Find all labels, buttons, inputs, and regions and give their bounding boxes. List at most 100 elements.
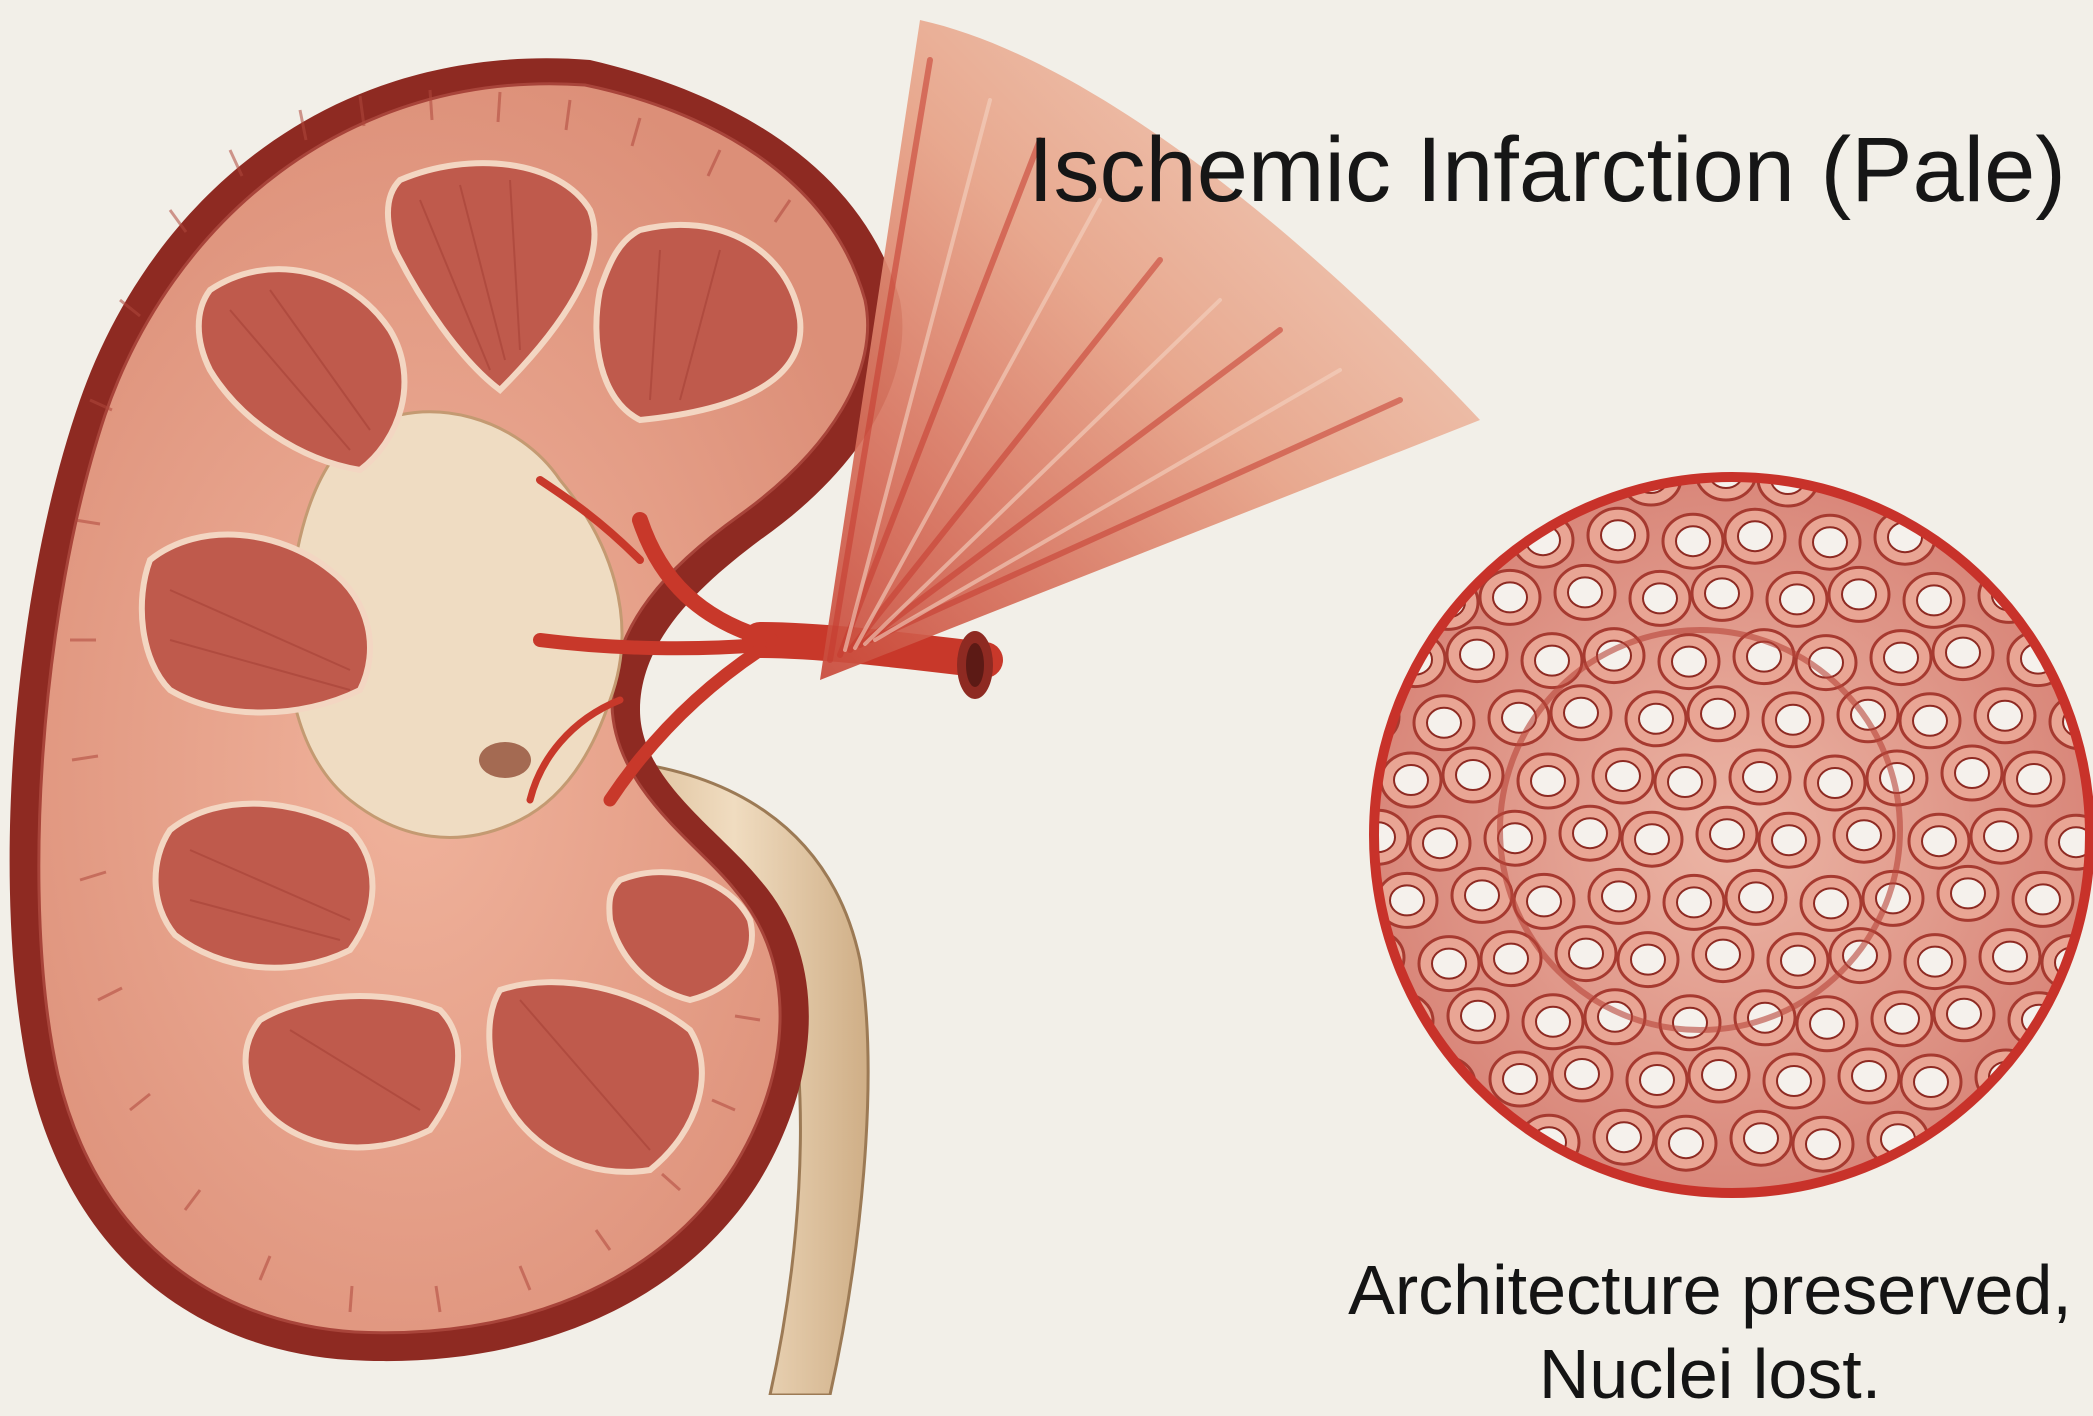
cell-ghost: [2018, 1125, 2052, 1155]
cell-ghost: [1673, 1008, 1707, 1038]
tubule-cell: [1376, 512, 1436, 566]
cell-ghost: [1842, 579, 1876, 609]
cell-ghost: [1676, 526, 1710, 556]
micrograph-inset: [1339, 445, 2093, 1193]
tubule-cell: [2045, 454, 2093, 508]
tubule-cell: [1409, 455, 1469, 509]
cell-ghost: [1884, 643, 1918, 673]
cell-ghost: [1672, 647, 1706, 677]
cell-ghost: [1565, 1059, 1599, 1089]
cell-ghost: [1394, 765, 1428, 795]
tubule-cell: [1484, 450, 1544, 504]
cell-ghost: [1635, 824, 1669, 854]
cell-ghost: [1701, 699, 1735, 729]
cell-ghost: [1946, 638, 1980, 668]
cell-ghost: [1914, 1067, 1948, 1097]
cell-ghost: [1988, 701, 2022, 731]
tubule-cell: [2041, 574, 2093, 628]
cell-ghost: [1564, 698, 1598, 728]
cell-ghost: [1922, 826, 1956, 856]
cell-ghost: [1781, 946, 1815, 976]
cell-ghost: [1710, 819, 1744, 849]
cell-ghost: [1956, 1119, 1990, 1149]
cell-ghost: [1432, 949, 1466, 979]
tubule-cell: [1451, 507, 1511, 561]
cell-ghost: [1772, 825, 1806, 855]
cell-ghost: [1356, 581, 1390, 611]
cell-ghost: [1494, 944, 1528, 974]
cell-ghost: [1950, 517, 1984, 547]
tubule-cell: [1559, 445, 1619, 499]
tubule-cell: [2012, 511, 2072, 565]
cell-ghost: [1493, 582, 1527, 612]
cell-ghost: [1744, 1123, 1778, 1153]
tubule-cell: [1340, 1051, 1400, 1105]
cell-ghost: [1536, 1007, 1570, 1037]
cell-ghost: [1777, 1066, 1811, 1096]
cell-ghost: [1602, 881, 1636, 911]
cell-ghost: [1527, 886, 1561, 916]
cell-ghost: [1702, 1060, 1736, 1090]
cell-ghost: [1705, 578, 1739, 608]
cell-ghost: [1913, 706, 1947, 736]
cell-ghost: [1806, 1129, 1840, 1159]
cell-ghost: [1461, 1001, 1495, 1031]
cell-ghost: [1606, 761, 1640, 791]
cell-ghost: [1352, 702, 1386, 732]
cell-ghost: [1643, 583, 1677, 613]
cell-ghost: [1780, 584, 1814, 614]
cell-ghost: [1951, 878, 1985, 908]
cell-ghost: [1955, 758, 1989, 788]
cell-ghost: [2025, 523, 2059, 553]
cell-ghost: [1847, 820, 1881, 850]
tubule-cell: [1415, 1057, 1475, 1111]
cell-ghost: [1460, 640, 1494, 670]
cell-ghost: [1918, 947, 1952, 977]
cell-ghost: [1572, 457, 1606, 487]
cell-ghost: [2058, 466, 2092, 496]
cell-ghost: [1814, 888, 1848, 918]
cell-ghost: [1846, 459, 1880, 489]
cell-ghost: [1357, 943, 1391, 973]
cell-ghost: [1428, 1069, 1462, 1099]
cell-ghost: [1465, 880, 1499, 910]
cell-ghost: [1423, 828, 1457, 858]
cell-ghost: [1607, 1122, 1641, 1152]
pyramid: [156, 804, 373, 968]
cell-ghost: [1569, 939, 1603, 969]
tubule-cell: [1970, 448, 2030, 502]
cell-ghost: [2017, 764, 2051, 794]
tubule-cell: [2038, 1056, 2093, 1110]
cell-ghost: [1818, 768, 1852, 798]
cell-ghost: [1535, 646, 1569, 676]
cell-ghost: [1669, 1128, 1703, 1158]
cell-ghost: [1422, 467, 1456, 497]
figure-title: Ischemic Infarction (Pale): [1028, 118, 2088, 223]
cell-ghost: [2051, 1068, 2085, 1098]
cell-ghost: [1464, 519, 1498, 549]
cell-ghost: [1457, 1121, 1491, 1151]
pyramid: [246, 996, 459, 1147]
cell-ghost: [1813, 527, 1847, 557]
cell-ghost: [1677, 887, 1711, 917]
cell-ghost: [1706, 940, 1740, 970]
cell-ghost: [1739, 882, 1773, 912]
cell-ghost: [1573, 818, 1607, 848]
cell-ghost: [1427, 708, 1461, 738]
cell-ghost: [1456, 760, 1490, 790]
cell-ghost: [1531, 766, 1565, 796]
cell-ghost: [1993, 942, 2027, 972]
cell-ghost: [1917, 585, 1951, 615]
caption-line-2: Nuclei lost.: [1300, 1332, 2093, 1416]
tubule-cell: [1444, 1109, 1504, 1163]
cell-ghost: [1360, 461, 1394, 491]
calyx-opening: [479, 742, 531, 778]
cell-ghost: [1947, 999, 1981, 1029]
caption-line-1: Architecture preserved,: [1300, 1248, 2093, 1332]
cell-ghost: [1852, 1061, 1886, 1091]
cell-ghost: [1395, 1126, 1429, 1156]
figure-caption: Architecture preserved, Nuclei lost.: [1300, 1248, 2093, 1416]
cell-ghost: [1810, 1009, 1844, 1039]
cell-ghost: [1601, 520, 1635, 550]
cell-ghost: [1639, 704, 1673, 734]
